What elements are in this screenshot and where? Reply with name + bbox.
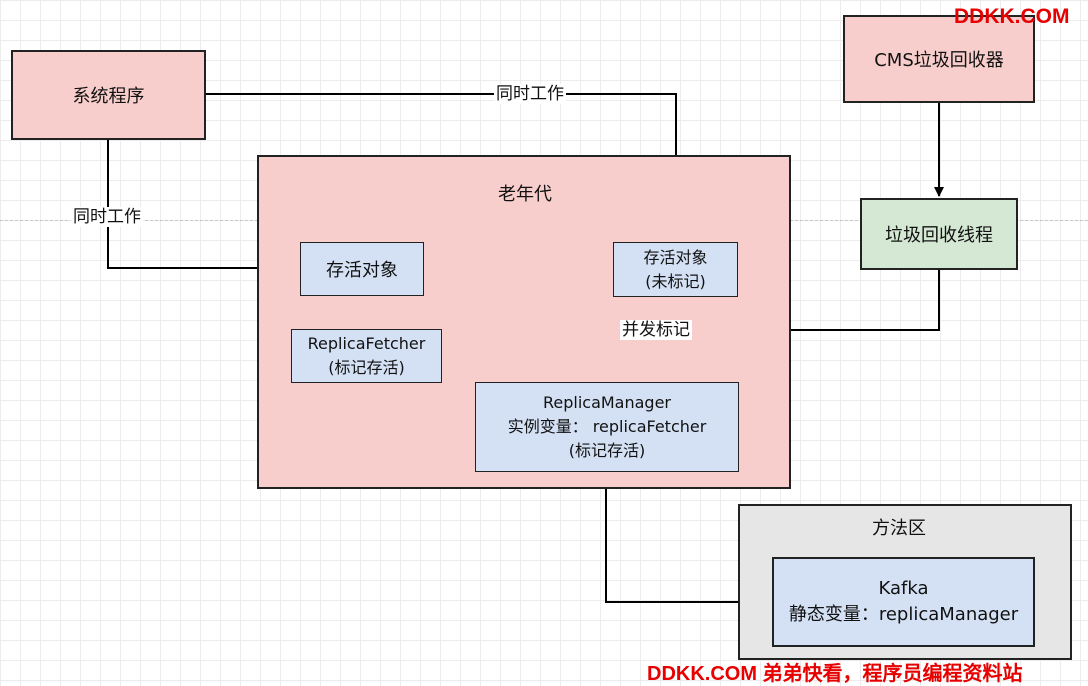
method-area-title: 方法区: [872, 518, 926, 539]
old-generation-title: 老年代: [498, 184, 552, 205]
edge-label-work-together-left: 同时工作: [71, 207, 143, 227]
edge-system-to-live: [107, 140, 300, 273]
kafka-line2: 静态变量：replicaManager: [788, 604, 1019, 625]
watermark-bottom: DDKK.COM 弟弟快看，程序员编程资料站: [647, 663, 1023, 685]
system-program-label: 系统程序: [72, 86, 145, 107]
kafka-line1: Kafka: [878, 578, 929, 599]
unmarked-line2: (未标记): [645, 271, 706, 291]
edge-label-concurrent-mark: 并发标记: [620, 320, 692, 340]
cms-collector-node: CMS垃圾回收器: [843, 15, 1035, 103]
manager-line1: ReplicaManager: [542, 393, 672, 412]
gc-thread-node: 垃圾回收线程: [860, 198, 1018, 270]
cms-collector-label: CMS垃圾回收器: [874, 50, 1004, 71]
watermark-top: DDKK.COM: [954, 5, 1070, 28]
edge-kafka-to-manager: [601, 473, 772, 603]
kafka-node: Kafka 静态变量：replicaManager: [772, 557, 1035, 647]
live-object-label: 存活对象: [326, 260, 398, 281]
unmarked-line1: 存活对象: [643, 247, 708, 267]
replica-fetcher-node: ReplicaFetcher (标记存活): [291, 329, 442, 383]
system-program-node: 系统程序: [11, 50, 206, 140]
fetcher-line2: (标记存活): [328, 358, 405, 377]
manager-line3: (标记存活): [568, 441, 646, 460]
fetcher-line1: ReplicaFetcher: [307, 334, 426, 353]
manager-line2: 实例变量： replicaFetcher: [507, 417, 707, 436]
edge-label-work-together-top: 同时工作: [494, 84, 566, 104]
replica-manager-node: ReplicaManager 实例变量： replicaFetcher (标记存…: [475, 382, 739, 472]
live-object-unmarked-node: 存活对象 (未标记): [613, 242, 738, 297]
gc-thread-label: 垃圾回收线程: [885, 225, 993, 246]
live-object-node: 存活对象: [300, 242, 424, 296]
